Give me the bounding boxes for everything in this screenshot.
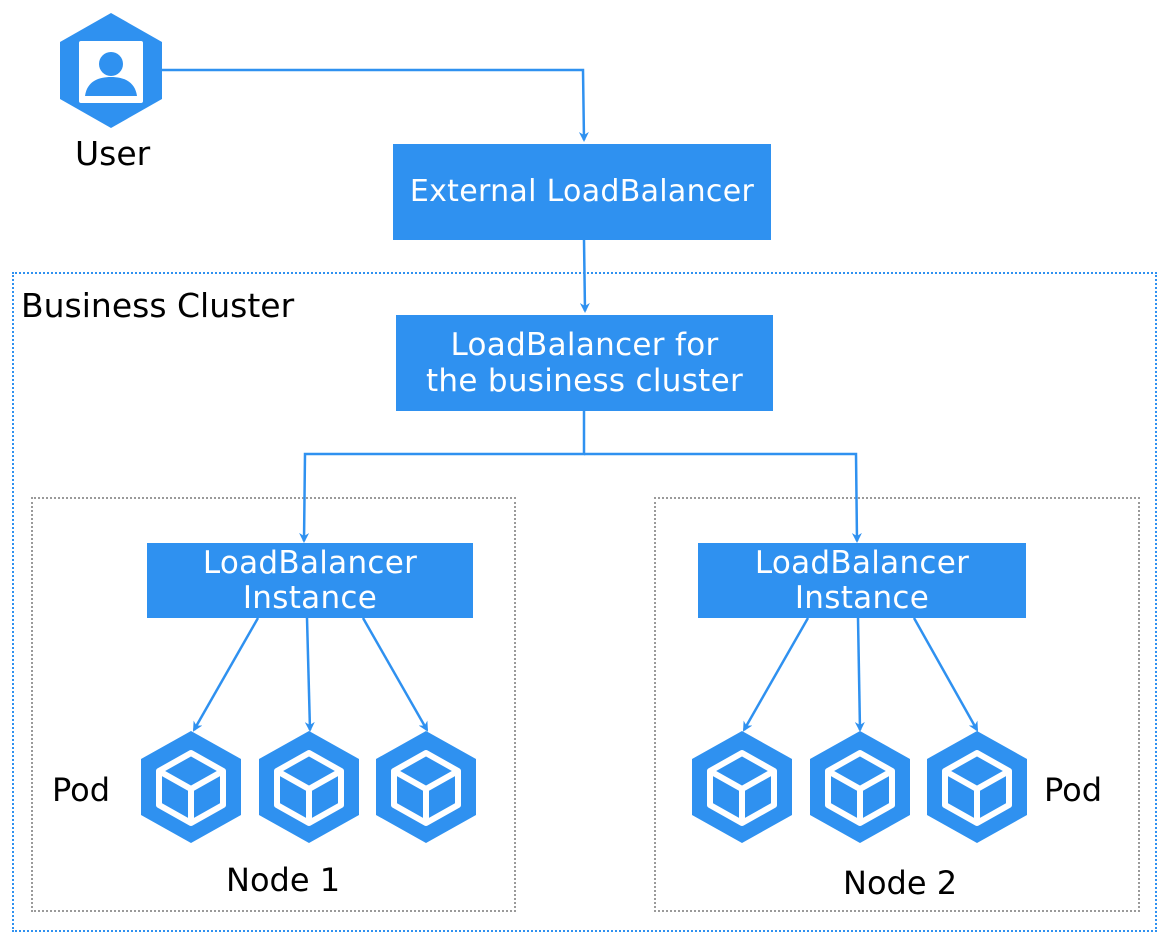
node1-pod-label: Pod — [52, 771, 111, 809]
node1-instance-line1: LoadBalancer — [202, 544, 418, 581]
node2-instance-line1: LoadBalancer — [754, 544, 970, 581]
node2-pod-label: Pod — [1044, 771, 1103, 809]
node1-instance-line2: Instance — [242, 579, 378, 616]
arrow-cluster-lb-to-node1 — [299, 410, 586, 543]
business-cluster-label: Business Cluster — [21, 286, 295, 325]
pod-cube-icon — [141, 731, 241, 843]
pod-cube-icon — [376, 731, 476, 843]
arrow-n2-pod2 — [854, 617, 865, 732]
arrow-n1-pod1 — [192, 617, 260, 732]
cluster-loadbalancer-line2: the business cluster — [425, 363, 744, 399]
pod-cube-icon — [927, 731, 1027, 843]
arrow-n2-pod1 — [742, 617, 810, 732]
pod-cube-icon — [692, 731, 792, 843]
pod-cube-icon — [259, 731, 359, 843]
node-2-boundary — [654, 497, 1140, 912]
external-loadbalancer-box: External LoadBalancer — [393, 144, 771, 240]
user-icon — [60, 13, 162, 128]
user-label: User — [75, 134, 151, 173]
arrow-n1-pod2 — [304, 617, 315, 732]
arrow-user-to-external-lb — [160, 68, 589, 142]
cluster-loadbalancer-line1: LoadBalancer for — [450, 327, 719, 363]
arrow-n2-pod3 — [912, 617, 979, 732]
arrow-n1-pod3 — [361, 617, 429, 732]
node1-label: Node 1 — [226, 861, 341, 899]
cluster-loadbalancer-box: LoadBalancer for the business cluster — [396, 315, 773, 411]
node1-loadbalancer-instance-box: LoadBalancer Instance — [147, 543, 473, 618]
external-loadbalancer-label: External LoadBalancer — [409, 174, 755, 209]
arrow-external-to-cluster-lb — [579, 239, 590, 313]
node2-label: Node 2 — [843, 864, 958, 902]
arrow-cluster-lb-to-node2 — [584, 452, 862, 543]
node2-instance-line2: Instance — [794, 579, 930, 616]
node-1-boundary — [31, 497, 516, 912]
node2-loadbalancer-instance-box: LoadBalancer Instance — [698, 543, 1026, 618]
pod-cube-icon — [810, 731, 910, 843]
